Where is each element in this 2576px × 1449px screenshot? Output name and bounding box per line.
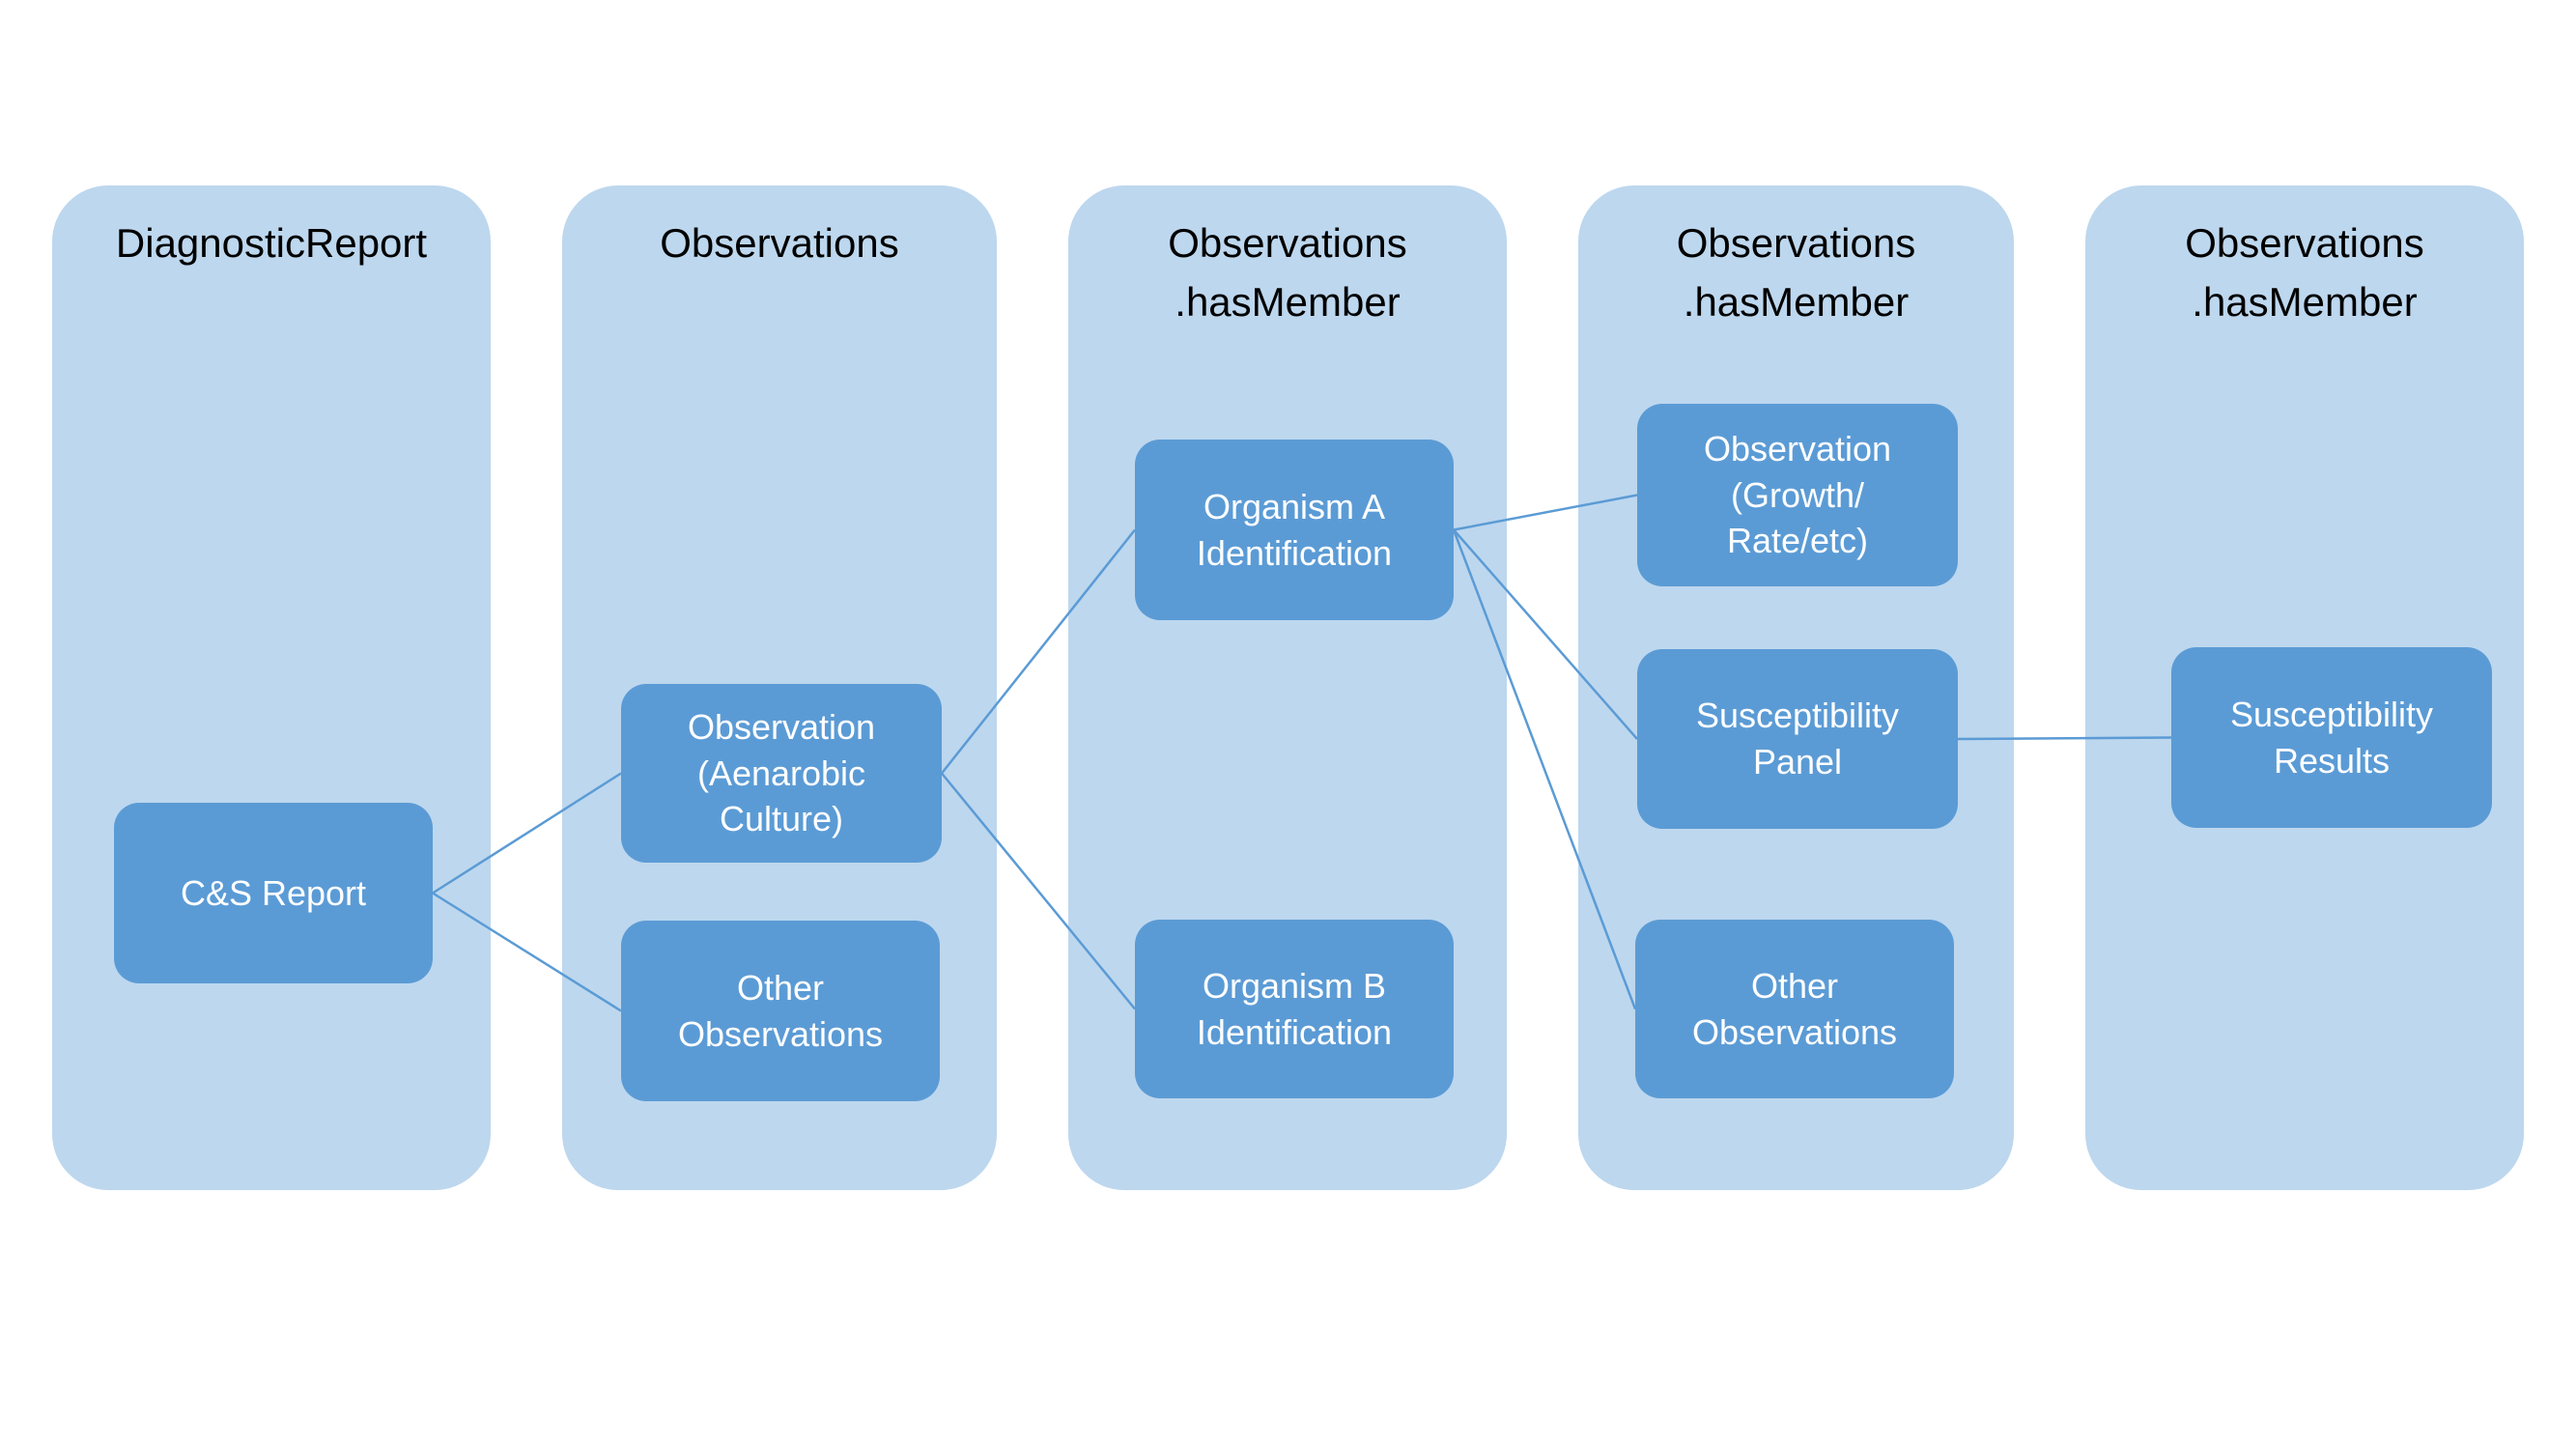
lane-diagnosticreport: DiagnosticReport bbox=[52, 185, 491, 1190]
node-organism-b-identification: Organism B Identification bbox=[1135, 920, 1454, 1098]
node-label: C&S Report bbox=[180, 872, 367, 913]
node-label: Observation (Aenarobic Culture) bbox=[687, 707, 876, 839]
node-label: Organism B Identification bbox=[1196, 965, 1393, 1052]
lane-title: Observations bbox=[660, 220, 899, 266]
lane-title: DiagnosticReport bbox=[115, 220, 428, 266]
node-observation-aenarobic-culture: Observation (Aenarobic Culture) bbox=[621, 684, 942, 863]
node-other-observations-2: Other Observations bbox=[1635, 920, 1954, 1098]
node-other-observations-1: Other Observations bbox=[621, 921, 940, 1101]
node-cs-report: C&S Report bbox=[114, 803, 433, 983]
node-label: Other Observations bbox=[677, 967, 884, 1054]
lane-title: Observations .hasMember bbox=[1676, 220, 1916, 325]
lane-title: Observations .hasMember bbox=[2185, 220, 2424, 325]
node-organism-a-identification: Organism A Identification bbox=[1135, 440, 1454, 620]
node-label: Susceptibility Results bbox=[2229, 694, 2434, 781]
node-susceptibility-panel: Susceptibility Panel bbox=[1637, 649, 1958, 829]
node-label: Organism A Identification bbox=[1196, 486, 1393, 573]
node-observation-growth-rate: Observation (Growth/ Rate/etc) bbox=[1637, 404, 1958, 586]
node-label: Observation (Growth/ Rate/etc) bbox=[1703, 429, 1892, 561]
node-label: Other Observations bbox=[1691, 965, 1898, 1052]
node-susceptibility-results: Susceptibility Results bbox=[2171, 647, 2492, 828]
node-label: Susceptibility Panel bbox=[1695, 696, 1900, 781]
lane-title: Observations .hasMember bbox=[1168, 220, 1407, 325]
